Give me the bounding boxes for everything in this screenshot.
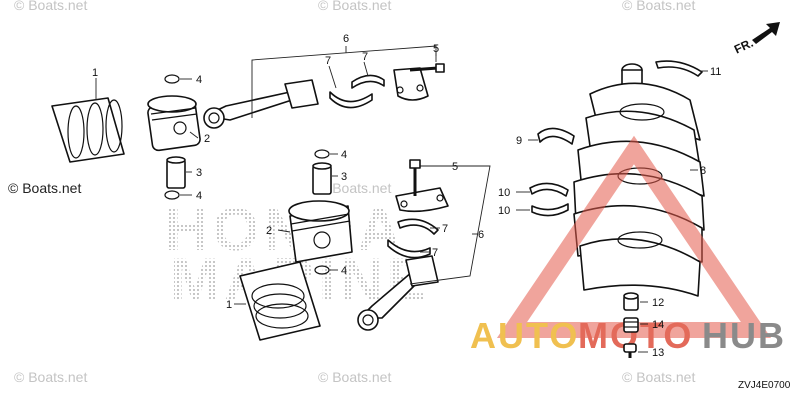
callout-3-upper: 3	[196, 167, 202, 179]
thrust-washer	[529, 182, 569, 197]
logo-hub: HUB	[702, 315, 786, 356]
watermark-top-left: © Boats.net	[14, 0, 87, 13]
plug-12	[623, 292, 639, 311]
callout-11: 11	[710, 66, 721, 78]
callout-4-c: 4	[341, 149, 347, 161]
callout-1-upper: 1	[92, 67, 98, 79]
watermark-mid-left: © Boats.net	[8, 180, 81, 196]
rod-cap-lower	[395, 187, 449, 213]
piston-pin-clip	[314, 265, 330, 275]
rod-bearing	[387, 239, 431, 259]
piston-pin-clip	[164, 74, 180, 84]
watermark-mid-center: © Boats.net	[318, 180, 391, 196]
piston-upper	[147, 95, 201, 152]
callout-5-lower: 5	[452, 161, 458, 173]
callout-4-b: 4	[196, 190, 202, 202]
thrust-washer	[531, 203, 569, 217]
piston-pin-clip	[314, 149, 330, 159]
piston-pin-upper	[166, 156, 186, 189]
front-arrow-icon	[752, 22, 780, 44]
diagram-code: ZVJ4E0700	[738, 380, 791, 391]
watermark-bottom-right: © Boats.net	[622, 369, 695, 385]
rod-bolt-upper	[409, 63, 445, 73]
callout-2-lower: 2	[266, 225, 272, 237]
piston-ring	[67, 105, 85, 159]
callout-6-lower: 6	[478, 229, 484, 241]
connecting-rod-upper	[203, 79, 319, 129]
watermark-bottom-left: © Boats.net	[14, 369, 87, 385]
front-direction-indicator: FR.	[732, 22, 780, 57]
piston-ring	[105, 99, 123, 153]
o-ring-14	[623, 317, 639, 333]
piston-ring-set-upper	[51, 97, 125, 163]
watermark-bottom-center: © Boats.net	[318, 369, 391, 385]
callout-6-upper: 6	[343, 33, 349, 45]
rod-bolt-lower	[409, 159, 421, 196]
rod-cap-upper	[393, 67, 429, 101]
rod-bearing	[397, 218, 439, 235]
main-bearing-lower	[537, 127, 575, 145]
logo-auto: AUTO	[470, 315, 579, 356]
watermark-top-center: © Boats.net	[318, 0, 391, 13]
callout-5-upper: 5	[433, 43, 439, 55]
piston-pin-lower	[312, 162, 332, 195]
callout-9: 9	[516, 135, 522, 147]
bolt-13	[623, 343, 637, 358]
callout-10-a: 10	[498, 187, 510, 199]
connecting-rod-lower	[357, 255, 439, 331]
callout-12: 12	[652, 297, 664, 309]
front-label: FR.	[732, 36, 755, 57]
main-bearing-upper	[655, 60, 703, 77]
callout-14: 14	[652, 319, 664, 331]
piston-pin-clip	[164, 190, 180, 200]
callout-2-upper: 2	[204, 133, 210, 145]
callout-1-lower: 1	[226, 299, 232, 311]
rod-bearing	[329, 91, 373, 109]
rod-bearing	[351, 74, 385, 89]
callout-4-a: 4	[196, 74, 202, 86]
piston-ring-set-lower	[239, 261, 321, 341]
piston-ring	[86, 102, 104, 156]
callout-7-b: 7	[362, 51, 368, 63]
piston-lower	[288, 200, 353, 263]
callout-7-a: 7	[325, 55, 331, 67]
callout-4-d: 4	[341, 265, 347, 277]
callout-8: 8	[700, 165, 706, 177]
callout-7-d: 7	[432, 247, 438, 259]
callout-7-c: 7	[442, 223, 448, 235]
callout-13: 13	[652, 347, 664, 359]
crankshaft	[573, 63, 705, 297]
callout-10-b: 10	[498, 205, 510, 217]
callout-3-lower: 3	[341, 171, 347, 183]
watermark-top-right: © Boats.net	[622, 0, 695, 13]
brand-line-1: HONDA	[165, 196, 405, 263]
